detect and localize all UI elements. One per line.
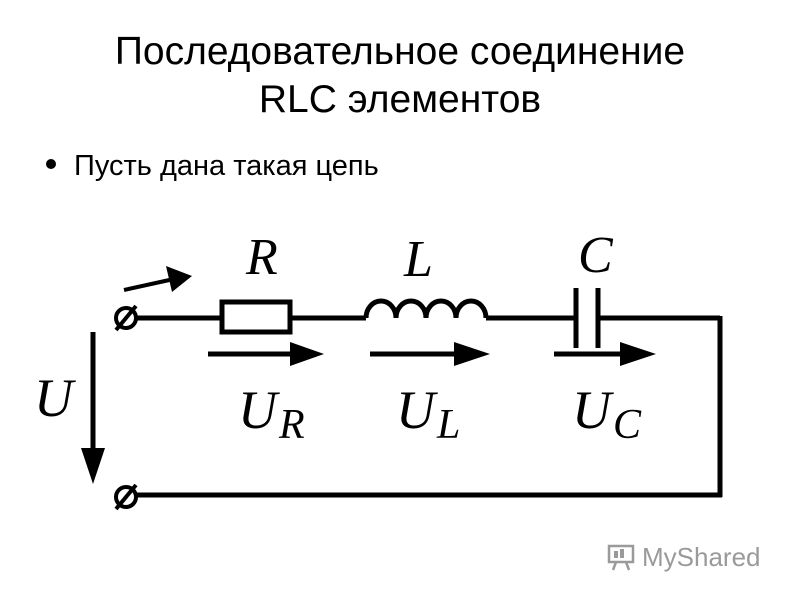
voltage-arrow-r-icon — [208, 342, 324, 366]
inductor-symbol — [363, 298, 489, 319]
label-source-voltage: U — [34, 368, 76, 428]
current-arrow-icon — [123, 266, 192, 292]
bullet-dot-icon — [46, 159, 56, 170]
slide-title: Последовательное соединение RLC элементо… — [0, 28, 800, 124]
label-voltage-l-main: U — [396, 380, 438, 440]
label-voltage-c: UC — [572, 380, 642, 448]
label-voltage-c-main: U — [572, 380, 614, 440]
label-voltage-l-sub: L — [436, 402, 460, 448]
bullet-text: Пусть дана такая цепь — [74, 150, 379, 182]
voltage-arrow-c-icon — [554, 342, 656, 366]
label-voltage-l: UL — [396, 380, 460, 448]
presentation-board-icon — [607, 544, 635, 571]
bullet-item: Пусть дана такая цепь — [46, 148, 379, 184]
voltage-arrow-l-icon — [370, 342, 490, 366]
slide-title-line-1: Последовательное соединение — [114, 30, 686, 73]
terminal-top-icon — [114, 304, 138, 332]
label-c: C — [578, 227, 614, 284]
label-voltage-r-main: U — [238, 380, 280, 440]
watermark: MyShared — [606, 540, 761, 574]
label-r: R — [245, 229, 278, 286]
source-voltage-arrow-icon — [81, 332, 105, 484]
slide-title-line-2: RLC элементов — [258, 78, 542, 121]
label-l: L — [403, 231, 433, 288]
label-voltage-r-sub: R — [278, 402, 305, 448]
label-voltage-c-sub: C — [613, 402, 642, 448]
label-voltage-r: UR — [238, 380, 305, 448]
terminal-bottom-icon — [114, 483, 138, 511]
watermark-text: MyShared — [642, 541, 761, 572]
resistor-symbol — [219, 299, 293, 335]
